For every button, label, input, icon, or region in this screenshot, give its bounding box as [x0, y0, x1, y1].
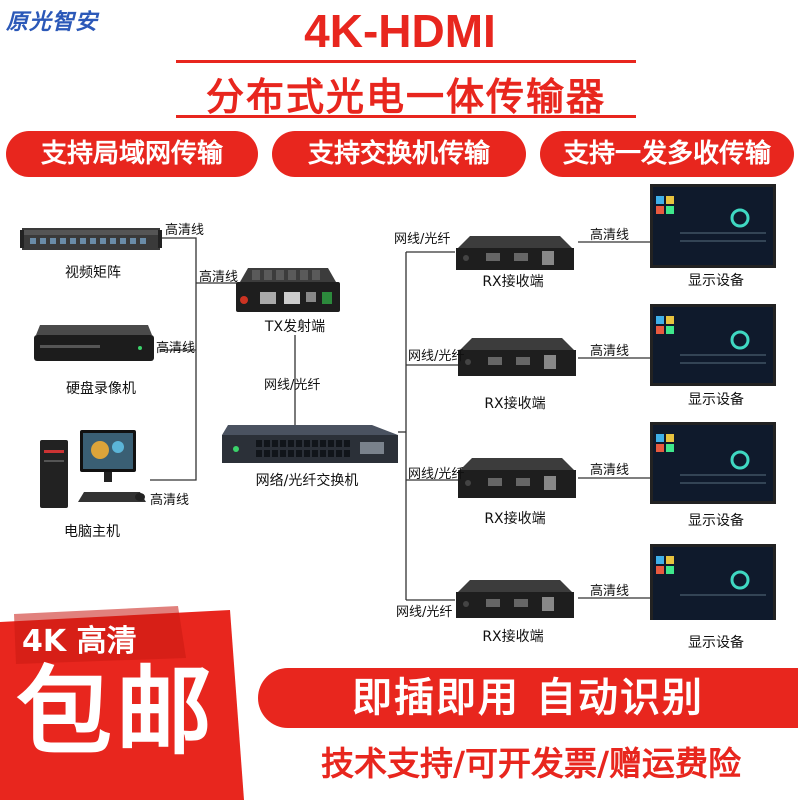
cable-label-dvr: 高清线 — [156, 341, 196, 356]
display-label-3: 显示设备 — [688, 513, 744, 529]
rx-cable-label-2: 高清线 — [590, 344, 630, 359]
promo-badge-4k: 4K 高清 — [22, 624, 137, 659]
cable-label-matrix: 高清线 — [165, 223, 205, 238]
tx-link-label: 网线/光纤 — [264, 378, 321, 393]
feature-pill-switch: 支持交换机传输 — [272, 131, 526, 177]
display-label-1: 显示设备 — [688, 273, 744, 289]
rx-label-3: RX接收端 — [484, 511, 546, 527]
rx-label-2: RX接收端 — [484, 396, 546, 412]
poster-title: 4K-HDMI — [304, 5, 496, 57]
brand-logo: 原光智安 — [6, 10, 99, 35]
matrix-label: 视频矩阵 — [65, 265, 121, 281]
rx-link-label-4: 网线/光纤 — [396, 605, 453, 620]
rx-label-4: RX接收端 — [482, 629, 544, 645]
rx-label-1: RX接收端 — [482, 274, 544, 290]
rx-cable-label-3: 高清线 — [590, 463, 630, 478]
display-label-4: 显示设备 — [688, 635, 744, 651]
free-shipping-text: 包邮 — [16, 656, 216, 768]
connection-lines — [150, 237, 650, 601]
rx-device-icon-3 — [458, 458, 576, 498]
cable-label-tx-in: 高清线 — [199, 270, 239, 285]
display-label-2: 显示设备 — [688, 392, 744, 408]
display-icon-3 — [650, 422, 776, 504]
display-icon-2 — [650, 304, 776, 386]
display-icon-1 — [650, 184, 776, 268]
rx-link-label-2: 网线/光纤 — [408, 349, 465, 364]
rx-cable-label-4: 高清线 — [590, 584, 630, 599]
rx-link-label-1: 网线/光纤 — [394, 232, 451, 247]
cable-label-pc: 高清线 — [150, 493, 190, 508]
switch-label: 网络/光纤交换机 — [255, 473, 359, 489]
tx-label: TX发射端 — [264, 319, 326, 335]
video-matrix-icon — [20, 228, 162, 250]
plug-play-banner: 即插即用 自动识别 — [258, 668, 798, 728]
display-icon-4 — [650, 544, 776, 620]
subtitle-frame — [176, 60, 636, 118]
dvr-label: 硬盘录像机 — [66, 381, 136, 397]
topology-diagram — [20, 184, 776, 620]
dvr-icon — [34, 325, 154, 361]
rx-device-icon-1 — [456, 236, 574, 270]
feature-pill-lan: 支持局域网传输 — [6, 131, 258, 177]
poster-subtitle: 分布式光电一体传输器 — [205, 75, 606, 119]
promo-background — [0, 606, 244, 800]
rx-device-icon-2 — [458, 338, 576, 376]
support-text: 技术支持/可开发票/赠运费险 — [320, 744, 742, 783]
tx-device-icon — [236, 268, 340, 312]
network-switch-icon — [222, 425, 398, 463]
rx-device-icon-4 — [456, 580, 574, 618]
computer-icon — [40, 430, 146, 508]
rx-link-label-3: 网线/光纤 — [408, 467, 465, 482]
feature-pill-multi: 支持一发多收传输 — [540, 131, 794, 177]
rx-cable-label-1: 高清线 — [590, 228, 630, 243]
pc-label: 电脑主机 — [64, 524, 120, 540]
